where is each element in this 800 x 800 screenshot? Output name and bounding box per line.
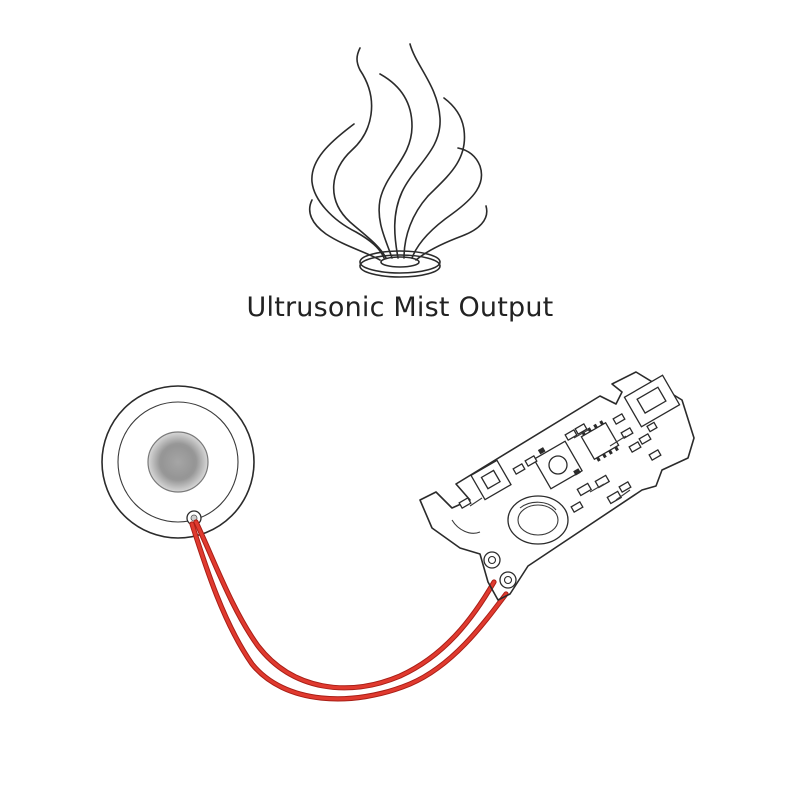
mist-plume-icon <box>308 43 488 278</box>
caption-label: Ultrusonic Mist Output <box>246 292 554 323</box>
piezo-transducer-disc <box>101 385 255 539</box>
red-lead-wires <box>189 519 509 702</box>
driver-circuit-board <box>419 371 695 601</box>
